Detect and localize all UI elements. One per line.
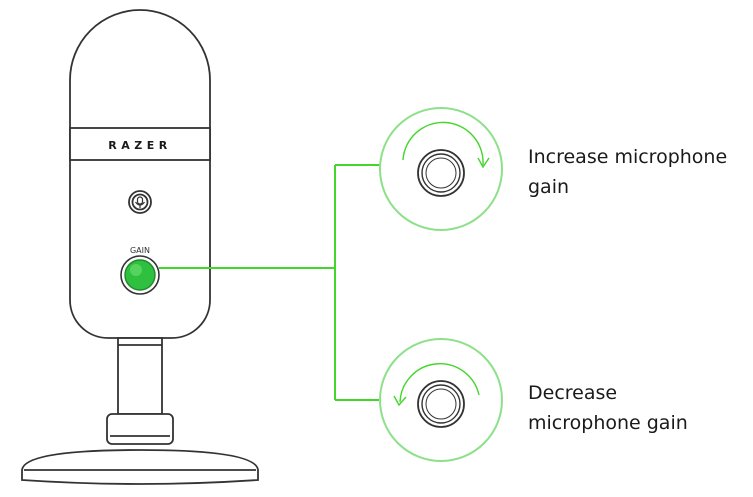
brand-text: RAZER: [108, 139, 171, 152]
stand-base: [21, 449, 259, 485]
increase-gain-label-line1: Increase microphone: [528, 146, 728, 168]
stand-stem: [117, 337, 163, 415]
increase-gain-label: Increase microphone gain: [528, 142, 727, 202]
callout-connector: [159, 164, 382, 401]
decrease-gain-label-line1: Decrease: [528, 382, 618, 404]
microphone-body: [69, 9, 211, 339]
brand-band: [69, 127, 211, 161]
increase-gain-label-line2: gain: [528, 176, 570, 198]
increase-knob-detail: [379, 107, 503, 231]
decrease-gain-label: Decrease microphone gain: [528, 378, 688, 438]
decrease-knob-detail: [379, 338, 503, 462]
counterclockwise-arrow-icon: [393, 363, 480, 407]
microphone-illustration: [21, 9, 259, 485]
decrease-gain-label-line2: microphone gain: [528, 412, 688, 434]
clockwise-arrow-icon: [402, 121, 490, 169]
stand-collar: [106, 413, 174, 445]
gain-knob[interactable]: [120, 255, 160, 295]
gain-label: GAIN: [130, 246, 150, 255]
microphone-mute-icon: [135, 196, 145, 208]
